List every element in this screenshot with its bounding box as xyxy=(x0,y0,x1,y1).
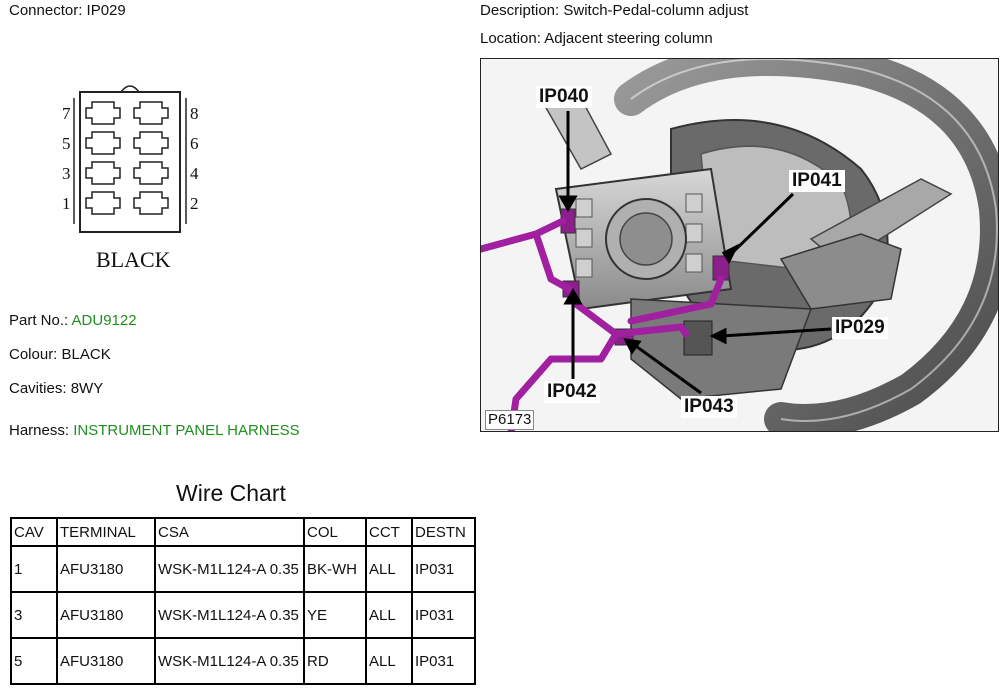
steering-column-illustration xyxy=(481,59,998,431)
wheel-highlight xyxy=(630,59,998,422)
description-line: Description: Switch-Pedal-column adjust xyxy=(480,2,748,19)
arrow-ip041 xyxy=(729,192,795,256)
callout-ip043: IP043 xyxy=(681,396,737,418)
table-row: 5 AFU3180 WSK-M1L124-A 0.35 RD ALL IP031 xyxy=(10,637,476,685)
cell-csa: WSK-M1L124-A 0.35 xyxy=(154,637,305,685)
clock-spring-center xyxy=(619,212,673,266)
callout-ip042: IP042 xyxy=(544,381,600,403)
description-label: Description: xyxy=(480,2,560,19)
pin-label-left: 7 xyxy=(62,104,71,123)
latch-bump xyxy=(120,85,140,93)
cell-terminal: AFU3180 xyxy=(56,637,156,685)
cell-csa: WSK-M1L124-A 0.35 xyxy=(154,591,305,639)
cell-destn: IP031 xyxy=(411,637,476,685)
cell-cav: 5 xyxy=(10,637,58,685)
pin-label-left: 1 xyxy=(62,194,71,213)
connector-line: Connector: IP029 xyxy=(9,2,126,19)
colour-value: BLACK xyxy=(61,346,111,363)
shroud-rib xyxy=(575,228,593,248)
shroud-rib xyxy=(575,258,593,278)
cell-cct: ALL xyxy=(365,591,413,639)
connector-face-svg: 7 5 3 1 8 6 4 2 BLACK xyxy=(62,85,199,272)
cavity-6 xyxy=(133,131,169,155)
cell-cct: ALL xyxy=(365,637,413,685)
header-cct: CCT xyxy=(365,517,413,547)
arrow-head xyxy=(623,338,642,355)
pin-label-left: 3 xyxy=(62,164,71,183)
cell-col: YE xyxy=(303,591,367,639)
cell-terminal: AFU3180 xyxy=(56,591,156,639)
cell-terminal: AFU3180 xyxy=(56,545,156,593)
pin-label-right: 2 xyxy=(190,194,199,213)
arrow-ip043 xyxy=(632,342,702,395)
cavity-2 xyxy=(133,191,169,215)
cell-cav: 3 xyxy=(10,591,58,639)
diagram-color-text: BLACK xyxy=(96,247,171,272)
shroud-rib xyxy=(685,193,703,213)
pin-label-right: 4 xyxy=(190,164,199,183)
location-value: Adjacent steering column xyxy=(544,30,713,47)
shroud-rib xyxy=(575,198,593,218)
location-label: Location: xyxy=(480,30,541,47)
cavity-5 xyxy=(85,131,121,155)
table-row: 3 AFU3180 WSK-M1L124-A 0.35 YE ALL IP031 xyxy=(10,591,476,639)
callout-ip029: IP029 xyxy=(832,317,888,339)
part-no-line: Part No.: ADU9122 xyxy=(9,312,137,329)
cell-destn: IP031 xyxy=(411,545,476,593)
location-illustration: IP040 IP041 IP029 IP042 IP043 P6173 xyxy=(480,58,999,432)
right-switch-housing xyxy=(779,233,902,310)
table-header-row: CAV TERMINAL CSA COL CCT DESTN xyxy=(10,517,476,547)
arrow-head xyxy=(709,327,727,345)
pin-label-right: 8 xyxy=(190,104,199,123)
wire-chart-title: Wire Chart xyxy=(176,480,286,506)
cavity-3 xyxy=(85,161,121,185)
cavities-line: Cavities: 8WY xyxy=(9,380,103,397)
arrow-head xyxy=(721,243,740,265)
arrow-head xyxy=(558,195,578,212)
cavities-label: Cavities: xyxy=(9,380,67,397)
header-csa: CSA xyxy=(154,517,305,547)
cell-col: BK-WH xyxy=(303,545,367,593)
colour-line: Colour: BLACK xyxy=(9,346,111,363)
pin-label-left: 5 xyxy=(62,134,71,153)
cell-cav: 1 xyxy=(10,545,58,593)
cavity-7 xyxy=(85,101,121,125)
callout-ip041: IP041 xyxy=(789,170,845,192)
header-destn: DESTN xyxy=(411,517,476,547)
table-row: 1 AFU3180 WSK-M1L124-A 0.35 BK-WH ALL IP… xyxy=(10,545,476,593)
callout-ip040: IP040 xyxy=(536,86,592,108)
description-value: Switch-Pedal-column adjust xyxy=(563,2,749,19)
colour-label: Colour: xyxy=(9,346,58,363)
arrow-ip029 xyxy=(720,327,832,338)
cell-destn: IP031 xyxy=(411,591,476,639)
connector-label: Connector: xyxy=(9,2,83,19)
photo-id-label: P6173 xyxy=(485,410,535,430)
cell-csa: WSK-M1L124-A 0.35 xyxy=(154,545,305,593)
header-cav: CAV xyxy=(10,517,58,547)
shroud-rib xyxy=(685,223,703,243)
cell-col: RD xyxy=(303,637,367,685)
part-no-link[interactable]: ADU9122 xyxy=(71,312,137,329)
shroud-rib xyxy=(685,253,703,273)
location-line: Location: Adjacent steering column xyxy=(480,30,713,47)
harness-label: Harness: xyxy=(9,422,70,439)
pin-label-right: 6 xyxy=(190,134,199,153)
part-no-label: Part No.: xyxy=(9,312,69,329)
harness-link[interactable]: INSTRUMENT PANEL HARNESS xyxy=(73,422,300,439)
harness-line: Harness: INSTRUMENT PANEL HARNESS xyxy=(9,422,300,439)
header-terminal: TERMINAL xyxy=(56,517,156,547)
connector-value: IP029 xyxy=(86,2,126,19)
header-col: COL xyxy=(303,517,367,547)
cavity-8 xyxy=(133,101,169,125)
connector-ip029 xyxy=(683,320,713,356)
cavity-4 xyxy=(133,161,169,185)
cavities-value: 8WY xyxy=(70,380,104,397)
arrow-head xyxy=(563,288,583,305)
cavity-1 xyxy=(85,191,121,215)
cell-cct: ALL xyxy=(365,545,413,593)
wire-chart-table: CAV TERMINAL CSA COL CCT DESTN 1 AFU3180… xyxy=(10,517,476,685)
connector-face-diagram: 7 5 3 1 8 6 4 2 BLACK xyxy=(60,78,200,283)
